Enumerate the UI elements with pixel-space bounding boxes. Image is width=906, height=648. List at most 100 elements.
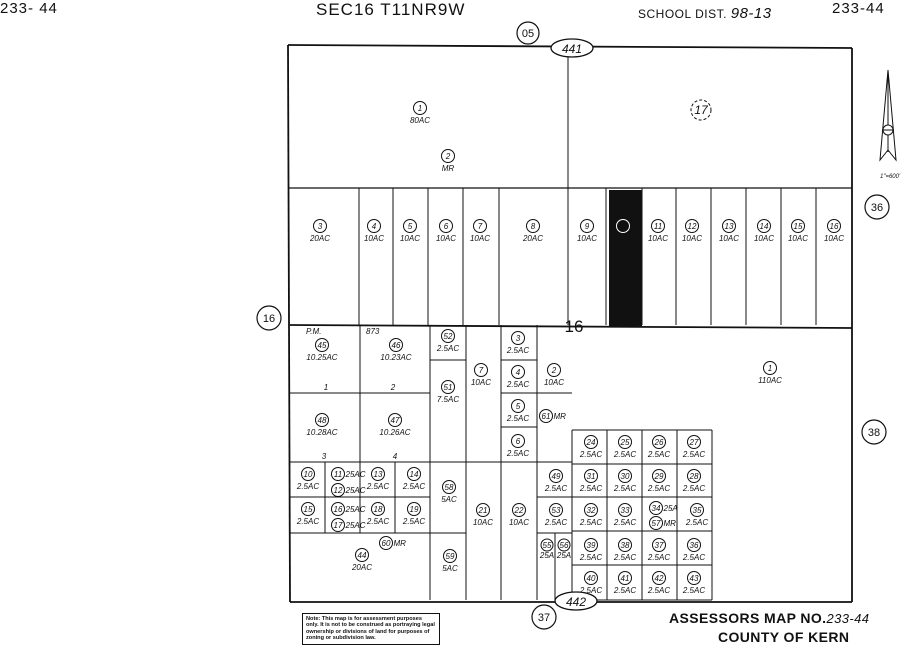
parcel-number: 18 (374, 505, 383, 514)
parcel-number-circle (616, 219, 630, 233)
parcel-acreage: 5AC (442, 564, 458, 573)
parcel-number: 5 (408, 222, 413, 231)
parcel-number-circle (355, 548, 369, 562)
parcel-acreage: 10AC (471, 378, 491, 387)
parcel-acreage: 110AC (758, 376, 782, 385)
parcel-number: 29 (654, 472, 664, 481)
parcel-number-circle (331, 467, 345, 481)
svg-text:37: 37 (538, 612, 550, 624)
parcel-number: 2 (445, 152, 451, 161)
page-number-left: 233- 44 (0, 0, 58, 17)
parcel-acreage: 2.5AC (544, 518, 567, 527)
parcel-number: 16 (334, 505, 343, 514)
parcel-s35: 352.5AC (685, 503, 708, 527)
parcel-number: 3 (318, 222, 323, 231)
parcel-number-circle (618, 571, 632, 585)
parcel-number-circle (371, 467, 385, 481)
parcel-number: 2 (551, 366, 557, 375)
parcel-s27: 272.5AC (682, 435, 705, 459)
north-arrow-icon (879, 69, 897, 162)
parcel-acreage: MR (394, 539, 407, 548)
parcel-number: 16 (830, 222, 839, 231)
map-scale: 1"=600' (880, 174, 901, 180)
parcel-s13: 132.5AC (366, 467, 389, 491)
parcel-s4: 42.5AC (506, 365, 529, 389)
parcel-number: 15 (794, 222, 803, 231)
parcel-s5: 52.5AC (506, 399, 529, 423)
parcel-acreage: 10AC (824, 234, 844, 243)
parcel-number-circle (403, 219, 417, 233)
parcel-number-circle (511, 365, 525, 379)
parcel-number: 32 (587, 506, 596, 515)
parcel-number-circle (331, 518, 345, 532)
parcel-number-circle (763, 361, 777, 375)
parcel-number: 9 (585, 222, 590, 231)
parcel-number-circle (690, 99, 712, 121)
parcel-number-circle (685, 219, 699, 233)
parcel-acreage: 80AC (410, 116, 430, 125)
parcel-s15: 152.5AC (296, 502, 319, 526)
assessor-map-number: 233-44 (826, 611, 870, 626)
parcel-number-circle (652, 538, 666, 552)
parcel-acreage: 2.5AC (402, 482, 425, 491)
parcel-10-shaded (609, 190, 642, 326)
parcel-number-circle (439, 219, 453, 233)
parcel-s42: 422.5AC (647, 571, 670, 595)
parcel-number-circle (827, 219, 841, 233)
parcel-s26: 262.5AC (647, 435, 670, 459)
parcel-number-circle (539, 409, 553, 423)
parcel-number-circle (791, 219, 805, 233)
parcel-number: 7 (478, 222, 483, 231)
parcel-number-circle (540, 538, 554, 552)
parcel-number-circle (512, 503, 526, 517)
parcel-number: 25 (620, 438, 630, 447)
parcel-s38: 382.5AC (613, 538, 636, 562)
road-label-bottom: 442 (554, 591, 598, 611)
parcel-acreage: 2.5AC (682, 553, 705, 562)
parcel-number: 49 (552, 472, 561, 481)
parcel-number-circle (331, 502, 345, 516)
parcel-number-circle (407, 502, 421, 516)
parcel-acreage: 10.23AC (380, 353, 411, 362)
parcel-number: 31 (587, 472, 596, 481)
parcel-s6: 62.5AC (506, 434, 529, 458)
parcel-number-circle (313, 219, 327, 233)
parcel-number: 36 (690, 541, 699, 550)
parcel-number-circle (584, 435, 598, 449)
parcel-number-circle (371, 502, 385, 516)
parcel-number-circle (315, 413, 329, 427)
parcel-number: 30 (621, 472, 630, 481)
parcel-s32: 322.5AC (579, 503, 602, 527)
parcel-acreage: 2.5AC (506, 414, 529, 423)
parcel-acreage: 2.5AC (506, 346, 529, 355)
parcel-acreage: 10.26AC (379, 428, 410, 437)
parcel-number: 55 (543, 541, 552, 550)
sub-lot-number: 1 (324, 383, 328, 392)
parcel-number: 17 (334, 521, 343, 530)
parcel-number-circle (584, 538, 598, 552)
parcel-number-circle (407, 467, 421, 481)
map-title: SEC16 T11NR9W (316, 0, 466, 19)
parcel-number-circle (301, 502, 315, 516)
parcel-number-circle (687, 538, 701, 552)
parcel-acreage: 25AC (345, 521, 366, 530)
parcel-acreage: 2.5AC (544, 484, 567, 493)
adjacent-section-top: 05 (516, 21, 540, 45)
parcel-number: 48 (318, 416, 327, 425)
parcel-acreage: 2.5AC (579, 450, 602, 459)
parcel-acreage: 2.5AC (647, 586, 670, 595)
parcel-acreage: 20AC (522, 234, 543, 243)
parcel-number: 40 (587, 574, 596, 583)
parcel-number-circle (547, 363, 561, 377)
parcel-number-circle (757, 219, 771, 233)
parcel-number: 52 (444, 332, 453, 341)
